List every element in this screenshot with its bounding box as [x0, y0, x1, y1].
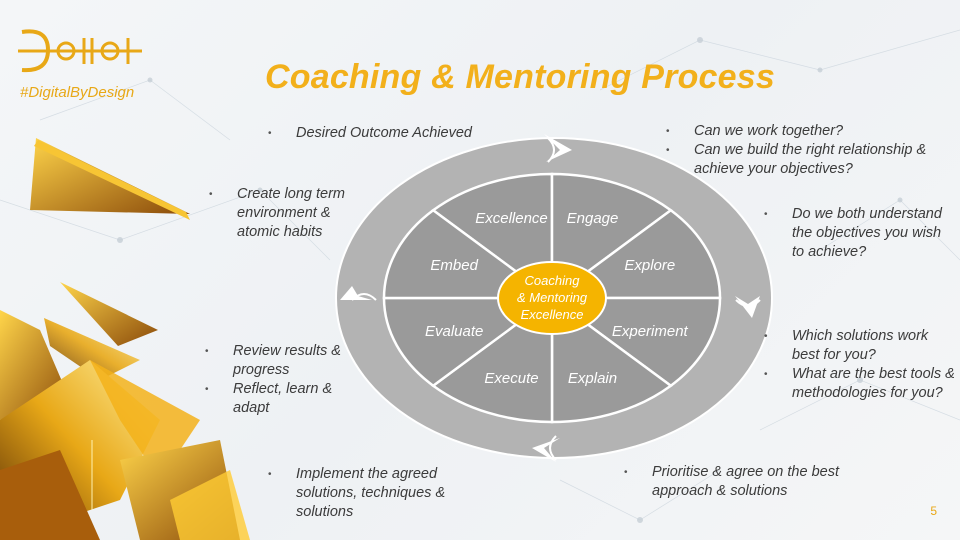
note-outcome: Desired Outcome Achieved	[268, 124, 546, 143]
wheel-label-evaluate: Evaluate	[425, 323, 483, 340]
note-outcome-item: Desired Outcome Achieved	[268, 124, 546, 143]
note-evaluate: Review results & progress Reflect, learn…	[205, 342, 345, 418]
note-engage-item-2: Can we build the right relationship & ac…	[666, 141, 956, 179]
wheel-label-engage: Engage	[567, 210, 619, 227]
brand-tagline: #DigitalByDesign	[20, 84, 135, 101]
wheel-label-explore: Explore	[624, 257, 675, 274]
note-embed: Create long term environment & atomic ha…	[209, 185, 349, 242]
wheel-label-explain: Explain	[568, 370, 617, 387]
center-label-line3: Excellence	[521, 307, 584, 322]
note-experiment-item-1: Which solutions work best for you?	[764, 327, 958, 365]
brand-logo	[18, 29, 142, 73]
center-label-line2: & Mentoring	[517, 290, 588, 305]
page-title: Coaching & Mentoring Process	[264, 58, 775, 96]
note-explore-item: Do we both understand the objectives you…	[764, 205, 942, 262]
note-explain-item: Prioritise & agree on the best approach …	[624, 463, 872, 501]
wheel-label-excellence: Excellence	[475, 210, 548, 227]
note-execute-item: Implement the agreed solutions, techniqu…	[268, 465, 476, 522]
note-explain: Prioritise & agree on the best approach …	[624, 463, 872, 501]
note-engage-item-1: Can we work together?	[666, 122, 956, 141]
page-number: 5	[930, 504, 937, 518]
wheel-label-execute: Execute	[484, 370, 538, 387]
note-evaluate-item-2: Reflect, learn & adapt	[205, 380, 345, 418]
wheel-label-embed: Embed	[430, 257, 478, 274]
wheel-label-experiment: Experiment	[612, 323, 689, 340]
center-hub	[497, 261, 607, 335]
note-explore: Do we both understand the objectives you…	[764, 205, 942, 262]
center-label-line1: Coaching	[525, 273, 581, 288]
note-execute: Implement the agreed solutions, techniqu…	[268, 465, 476, 522]
note-experiment-item-2: What are the best tools & methodologies …	[764, 365, 958, 403]
note-experiment: Which solutions work best for you? What …	[764, 327, 958, 403]
note-evaluate-item-1: Review results & progress	[205, 342, 345, 380]
note-engage: Can we work together? Can we build the r…	[666, 122, 956, 179]
note-embed-item: Create long term environment & atomic ha…	[209, 185, 349, 242]
